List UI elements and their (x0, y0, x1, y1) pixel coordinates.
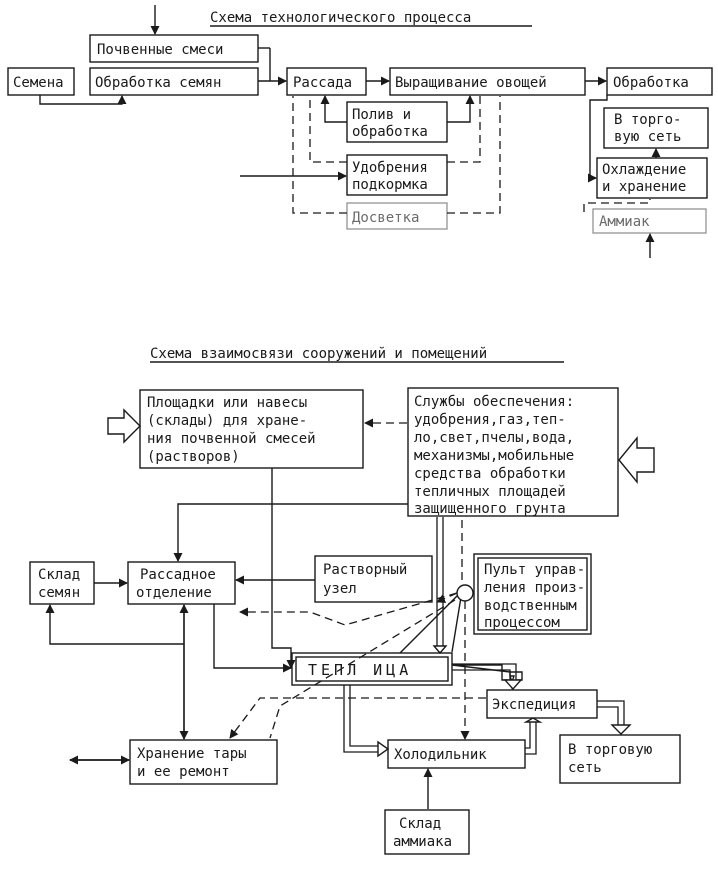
box-sites: Площадки или навесы (склады) для хране- … (139, 389, 364, 469)
box-processing: Обработка (606, 67, 713, 96)
control-panel-line-2: ления произ- (484, 580, 585, 596)
box-cooling: Охлаждение и хранение (596, 157, 708, 199)
expedition-label: Экспедиция (492, 697, 576, 713)
box-growing: Выращивание овощей (389, 67, 586, 96)
seed-store-line-1: Склад (38, 567, 80, 583)
box-container-storage: Хранение тары и ее ремонт (129, 739, 278, 785)
sites-line-2: (склады) для хране- (147, 413, 307, 429)
box-ammonia-store: Склад аммиака (384, 809, 470, 855)
label-seedlings: Рассада (293, 75, 352, 91)
services-line-3: ло,свет,пчелы,вода, (414, 430, 574, 446)
diagram1-dashed-feeds (292, 96, 651, 214)
box-seed-store: Склад семян (29, 561, 95, 605)
box-seeds: Семена (7, 67, 75, 96)
label-cooling-2: и хранение (602, 179, 686, 195)
buildings-relationship-diagram: Схема взаимосвязи сооружений и помещений… (29, 346, 681, 855)
box-ammonia: Аммиак (592, 208, 707, 234)
container-storage-line-2: и ее ремонт (137, 764, 230, 780)
solution-unit-line-1: Растворный (323, 562, 407, 578)
control-panel-line-1: Пульт управ- (484, 562, 585, 578)
sites-line-4: (растворов) (147, 449, 240, 465)
technology-process-diagram: Схема технологического процесса Почвенны… (7, 5, 713, 258)
box-refrigerator: Холодильник (387, 739, 526, 769)
label-soil-mix: Почвенные смеси (97, 42, 223, 58)
box-expedition: Экспедиция (486, 689, 598, 719)
to-trade-line-2: сеть (568, 760, 602, 776)
seedling-dept-line-1: Рассадное (140, 567, 216, 583)
diagram1-connectors (39, 5, 661, 258)
box-seedlings: Рассада (286, 67, 367, 96)
to-trade-line-1: В торговую (568, 742, 652, 758)
box-seed-treatment: Обработка семян (89, 67, 259, 96)
control-panel-line-3: водственным (484, 598, 577, 614)
sites-line-1: Площадки или навесы (147, 395, 307, 411)
diagram2-dashed-links (229, 418, 486, 740)
control-hub-node (456, 584, 474, 602)
refrigerator-label: Холодильник (394, 747, 487, 763)
sites-line-3: ния почвенной смесей (147, 431, 316, 447)
seedling-dept-line-2: отделение (136, 585, 212, 601)
services-line-4: механизмы,мобильные (414, 448, 574, 464)
box-greenhouse: ТЕПЛ ИЦА (291, 652, 453, 686)
label-fertilizers-2: подкормка (352, 177, 428, 193)
box-watering: Полив и обработка (346, 101, 448, 143)
services-line-2: удобрения,газ,теп- (414, 412, 566, 428)
label-to-trade-1: В торго- (614, 112, 681, 128)
diagram2-hollow-arrows (107, 408, 655, 758)
solution-unit-line-2: узел (323, 581, 357, 597)
label-watering-1: Полив и (352, 107, 411, 123)
box-lighting: Досветка (346, 202, 448, 230)
seed-store-line-2: семян (38, 585, 80, 601)
greenhouse-label: ТЕПЛ ИЦА (308, 661, 412, 679)
label-growing: Выращивание овощей (395, 75, 547, 91)
box-services: Службы обеспечения: удобрения,газ,теп- л… (407, 387, 619, 517)
box-soil-mix: Почвенные смеси (89, 34, 259, 63)
label-seed-treatment: Обработка семян (95, 75, 221, 91)
label-to-trade-2: вую сеть (614, 129, 681, 145)
box-seedling-dept: Рассадное отделение (127, 561, 236, 605)
box-control-panel: Пульт управ- ления произ- водственным пр… (473, 553, 592, 635)
services-line-5: средства обработки (414, 466, 566, 482)
box-to-trade-network: В торговую сеть (559, 734, 681, 784)
control-panel-line-4: процессом (484, 615, 560, 631)
diagram2-title: Схема взаимосвязи сооружений и помещений (150, 346, 487, 362)
label-watering-2: обработка (352, 124, 428, 140)
ammonia-store-line-1: Склад (399, 816, 441, 832)
diagram1-title: Схема технологического процесса (210, 10, 471, 26)
box-fertilizers: Удобрения подкормка (346, 154, 448, 196)
services-line-6: тепличных площадей (414, 484, 566, 500)
label-cooling-1: Охлаждение (602, 162, 686, 178)
label-fertilizers-1: Удобрения (352, 160, 428, 176)
services-line-1: Службы обеспечения: (414, 394, 574, 410)
box-to-trade: В торго- вую сеть (603, 107, 709, 149)
label-ammonia: Аммиак (599, 214, 650, 230)
ammonia-store-line-2: аммиака (393, 834, 452, 850)
container-storage-line-1: Хранение тары (137, 746, 247, 762)
box-solution-unit: Растворный узел (314, 555, 433, 603)
services-line-7: защищенного грунта (414, 501, 566, 517)
label-lighting: Досветка (352, 210, 419, 226)
label-processing: Обработка (613, 75, 689, 91)
label-seeds: Семена (13, 75, 64, 91)
